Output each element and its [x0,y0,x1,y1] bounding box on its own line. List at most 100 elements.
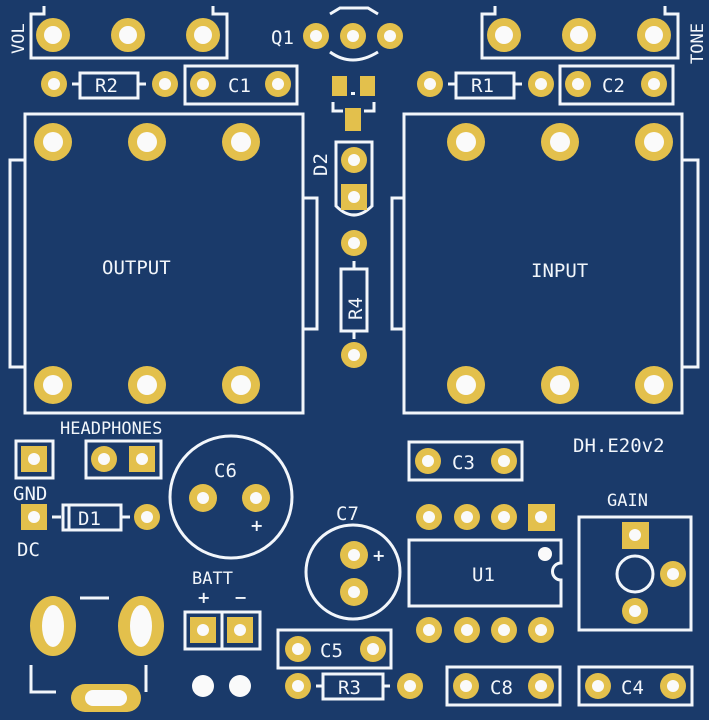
c6-capacitor: C6 + [168,434,294,560]
c3-capacitor: C3 [407,440,524,482]
c7-pad[interactable] [340,541,368,569]
tone-pot-pad[interactable] [487,18,521,52]
u1-pad[interactable] [528,504,555,531]
c2-pad[interactable] [565,71,591,97]
headphones-pad[interactable] [129,446,155,472]
dc-label: DC [17,539,40,561]
c5-pad[interactable] [360,636,386,662]
c4-pad[interactable] [660,673,686,699]
c6-pad[interactable] [242,484,270,512]
c8-pad[interactable] [528,673,554,699]
r1-resistor: R1 [417,71,554,100]
r3-resistor: R3 [285,672,423,701]
output-pad[interactable] [222,366,260,404]
batt-plus: + [197,588,210,607]
c3-pad[interactable] [491,448,517,474]
output-pad[interactable] [128,123,166,161]
gain-label: GAIN [607,491,648,511]
batt-minus: − [234,588,247,607]
q1-pad[interactable] [377,23,403,49]
input-pad[interactable] [635,123,673,161]
output-pad[interactable] [34,123,72,161]
smd-pad[interactable] [332,76,347,96]
r2-resistor: R2 [41,71,178,100]
vol-pot-pad[interactable] [111,18,145,52]
headphones-pad[interactable] [91,446,117,472]
c5-label: C5 [320,640,343,662]
tone-pot-pad[interactable] [637,18,671,52]
vol-pot: VOL [9,6,229,60]
r2-pad[interactable] [152,71,178,97]
r4-pad[interactable] [341,230,367,256]
d2-pad[interactable] [341,184,367,210]
output-pad[interactable] [34,366,72,404]
u1-pad[interactable] [416,504,442,530]
gain-pad[interactable] [622,522,649,549]
gain-pad[interactable] [622,598,648,624]
c6-label: C6 [214,460,237,482]
vol-pot-pad[interactable] [186,18,220,52]
batt-pad[interactable] [227,617,253,643]
batt-pad[interactable] [190,617,216,643]
dc-pad[interactable] [21,504,47,530]
u1-pad[interactable] [491,504,517,530]
r3-label: R3 [338,677,361,699]
r4-pad[interactable] [341,342,367,368]
output-pad[interactable] [128,366,166,404]
c8-pad[interactable] [453,673,479,699]
smd-pad[interactable] [345,108,361,131]
output-label: OUTPUT [102,257,171,279]
r2-pad[interactable] [41,71,67,97]
u1-pad[interactable] [528,617,554,643]
c4-pad[interactable] [585,673,611,699]
u1-pad[interactable] [416,617,442,643]
input-pad[interactable] [635,366,673,404]
mounting-hole [192,675,214,697]
barrel-pad[interactable] [30,596,76,656]
smd-pad[interactable] [360,76,375,96]
c2-capacitor: C2 [558,64,675,106]
input-pad[interactable] [541,366,579,404]
u1-pad[interactable] [454,617,480,643]
r1-pad[interactable] [417,71,443,97]
c1-pad[interactable] [190,71,216,97]
output-jack: OUTPUT [8,112,319,415]
r3-pad[interactable] [285,673,311,699]
d1-pad[interactable] [134,504,160,530]
c3-pad[interactable] [415,448,441,474]
dc-barrel-jack [29,596,164,712]
input-pad[interactable] [447,366,485,404]
input-label: INPUT [531,260,588,282]
barrel-pad[interactable] [71,684,141,712]
u1-ic: U1 [407,504,563,643]
gnd-connector: GND [13,439,55,505]
c3-label: C3 [452,452,475,474]
u1-pad[interactable] [454,504,480,530]
q1-pad[interactable] [303,23,329,49]
c7-capacitor: C7 + [304,503,402,621]
pin1-marker [538,547,552,561]
vol-pot-pad[interactable] [36,18,70,52]
c1-pad[interactable] [265,71,291,97]
c4-capacitor: C4 [577,665,694,707]
r4-label: R4 [345,297,367,320]
r3-pad[interactable] [397,673,423,699]
barrel-pad[interactable] [118,596,164,656]
gain-pad[interactable] [660,561,686,587]
c6-pad[interactable] [189,484,217,512]
input-pad[interactable] [447,123,485,161]
tone-pot-pad[interactable] [562,18,596,52]
r1-pad[interactable] [528,71,554,97]
output-pad[interactable] [222,123,260,161]
input-pad[interactable] [541,123,579,161]
q1-pad[interactable] [340,23,366,49]
c7-pad[interactable] [340,578,368,606]
c2-pad[interactable] [641,71,667,97]
d1-label: D1 [78,508,101,530]
u1-pad[interactable] [491,617,517,643]
d2-pad[interactable] [341,147,367,173]
smd-footprint [331,76,376,131]
gnd-pad[interactable] [21,446,47,472]
c5-pad[interactable] [285,636,311,662]
